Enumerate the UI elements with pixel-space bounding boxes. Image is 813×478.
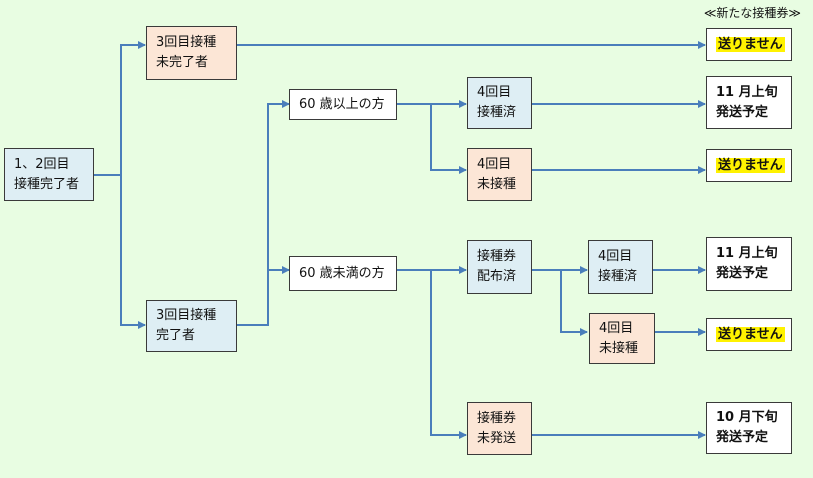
result-5-label: 送りません [716, 326, 785, 342]
node-age60-over: 60 歳以上の方 [289, 89, 397, 120]
new-ticket-caption: ≪新たな接種券≫ [703, 6, 801, 20]
connector-d3c [237, 100, 290, 326]
result-4: 11 月上旬 発送予定 [706, 237, 792, 291]
result-6: 10 月下旬 発送予定 [706, 402, 792, 454]
node-dose4-not-b: 4回目 未接種 [589, 313, 655, 364]
connector-dist-not [560, 270, 588, 336]
node-dose4-done-a: 4回目 接種済 [467, 77, 532, 129]
result-3: 送りません [706, 149, 792, 182]
node-ticket-not-sent-label: 接種券 未発送 [477, 410, 517, 446]
connector-root [94, 41, 146, 176]
node-root-label: 1、2回目 接種完了者 [14, 156, 80, 192]
node-dose4-not-a-label: 4回目 未接種 [477, 156, 517, 192]
node-ticket-not-sent: 接種券 未発送 [467, 402, 532, 455]
node-age60-under-label: 60 歳未満の方 [299, 265, 385, 281]
result-2-label: 11 月上旬 発送予定 [716, 84, 778, 120]
node-dose3-complete-label: 3回目接種 完了者 [156, 308, 217, 343]
result-5: 送りません [706, 318, 792, 351]
node-dose4-done-a-label: 4回目 接種済 [477, 85, 517, 120]
node-dose4-not-b-label: 4回目 未接種 [599, 320, 639, 356]
node-dose3-incomplete: 3回目接種 未完了者 [146, 26, 237, 80]
node-age60-over-label: 60 歳以上の方 [299, 96, 385, 112]
node-dose4-not-a: 4回目 未接種 [467, 148, 532, 201]
connector-under-notsent [430, 270, 467, 439]
result-4-label: 11 月上旬 発送予定 [716, 246, 778, 281]
result-1-label: 送りません [716, 36, 785, 52]
node-dose3-incomplete-label: 3回目接種 未完了者 [156, 35, 217, 70]
result-1: 送りません [706, 28, 792, 61]
result-2: 11 月上旬 発送予定 [706, 76, 792, 129]
node-ticket-distributed: 接種券 配布済 [467, 240, 532, 294]
node-dose4-done-b-label: 4回目 接種済 [598, 249, 638, 284]
node-dose3-complete: 3回目接種 完了者 [146, 300, 237, 352]
node-ticket-distributed-label: 接種券 配布済 [477, 249, 517, 284]
node-dose4-done-b: 4回目 接種済 [588, 240, 653, 294]
node-age60-under: 60 歳未満の方 [289, 256, 397, 291]
connector-root-lower [120, 175, 146, 329]
node-root: 1、2回目 接種完了者 [4, 148, 94, 201]
result-3-label: 送りません [716, 157, 785, 173]
connector-over-not [430, 104, 467, 174]
result-6-label: 10 月下旬 発送予定 [716, 410, 778, 445]
